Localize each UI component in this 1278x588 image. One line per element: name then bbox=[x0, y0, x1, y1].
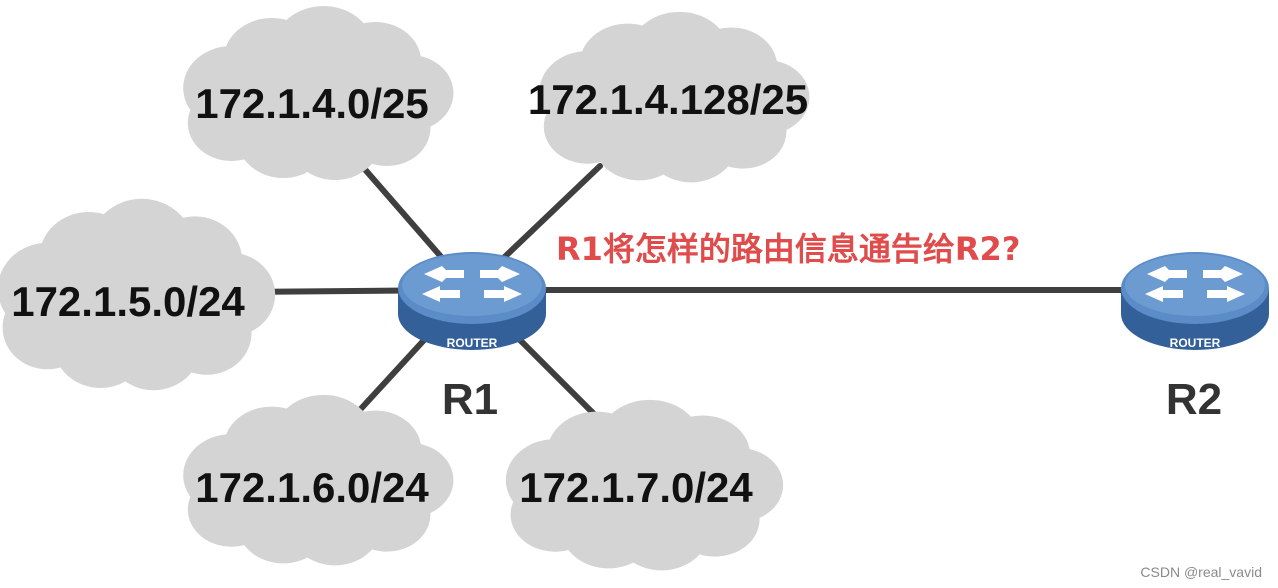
router-label-r2: R2 bbox=[1166, 375, 1222, 424]
network-label-2: 172.1.4.128/25 bbox=[528, 76, 808, 123]
router-r1: ROUTER bbox=[398, 252, 546, 350]
router-label-r1: R1 bbox=[442, 375, 498, 424]
question-annotation: R1将怎样的路由信息通告给R2? bbox=[556, 230, 1020, 268]
network-label-3: 172.1.5.0/24 bbox=[11, 278, 245, 325]
network-label-1: 172.1.4.0/25 bbox=[195, 80, 429, 127]
router-tag: ROUTER bbox=[447, 336, 498, 350]
links bbox=[242, 155, 1188, 421]
network-label-4: 172.1.6.0/24 bbox=[195, 464, 429, 511]
router-icon bbox=[1121, 252, 1269, 350]
router-r2: ROUTER bbox=[1121, 252, 1269, 350]
network-label-5: 172.1.7.0/24 bbox=[519, 464, 753, 511]
watermark: CSDN @real_vavid bbox=[1140, 564, 1262, 580]
router-icon bbox=[398, 252, 546, 350]
router-tag: ROUTER bbox=[1170, 336, 1221, 350]
